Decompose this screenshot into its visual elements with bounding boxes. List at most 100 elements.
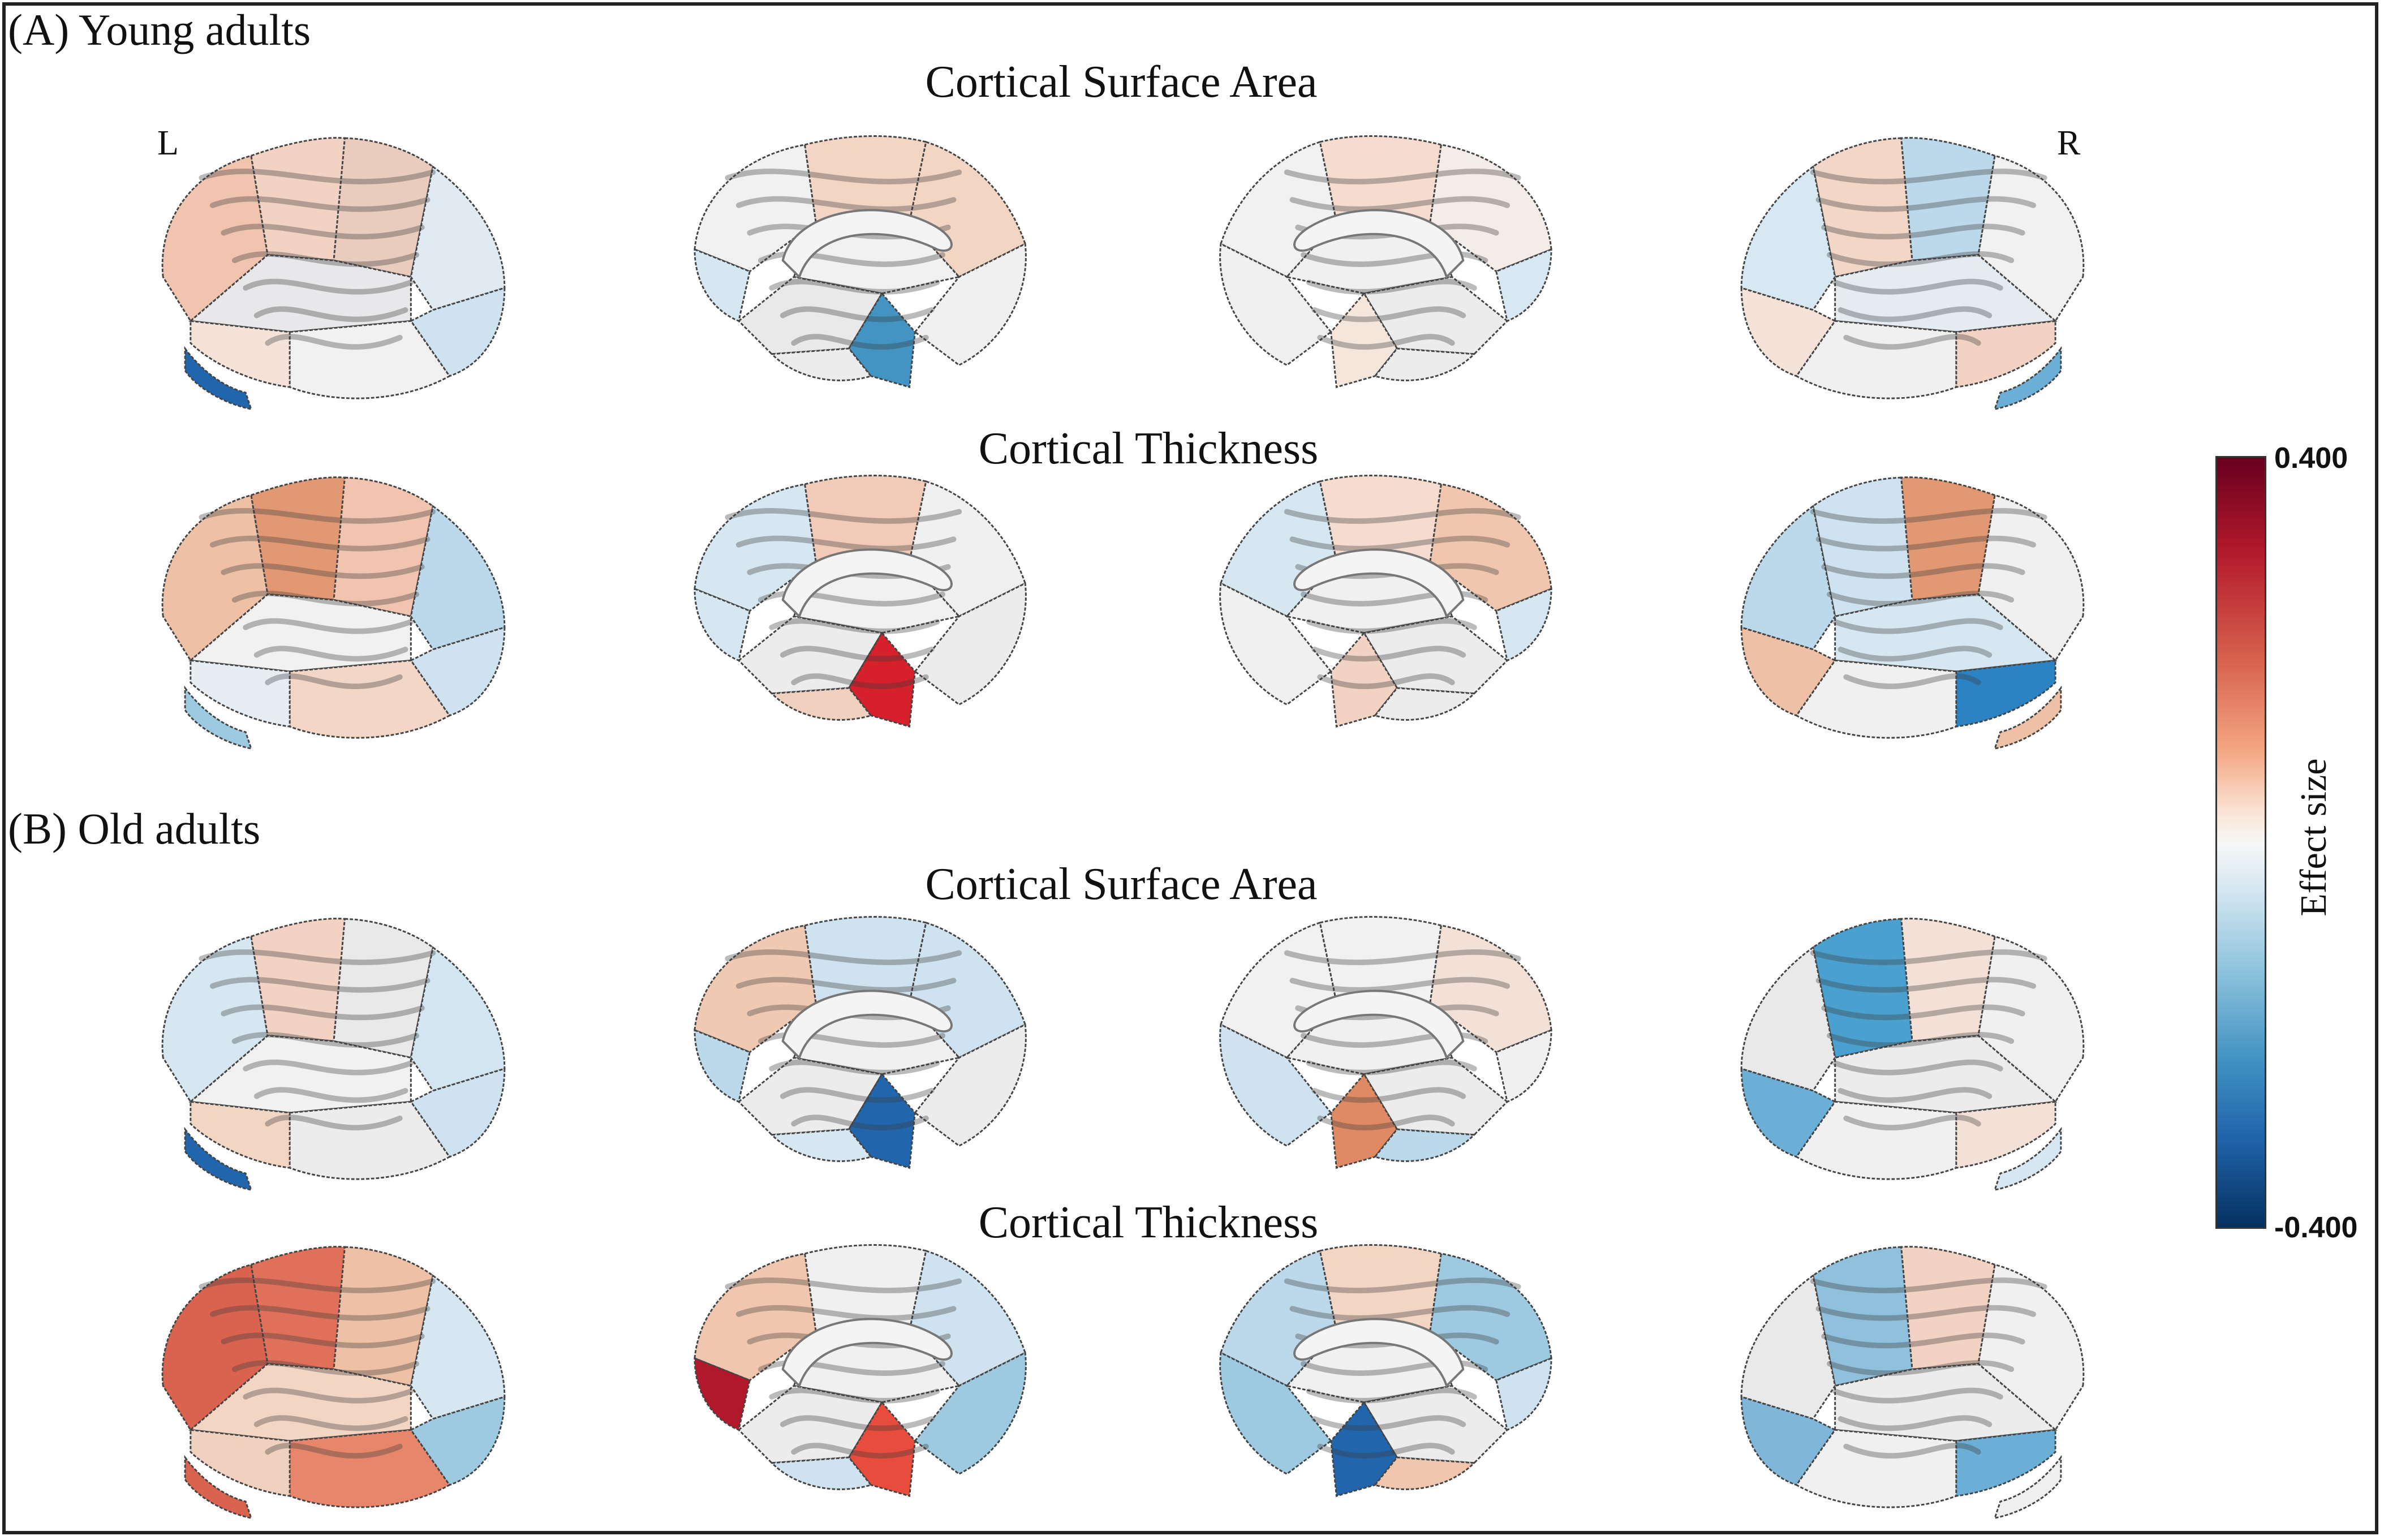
sulcus-shading xyxy=(1810,1277,2047,1293)
sulcus-shading xyxy=(1827,1032,2015,1048)
sulcus-shading xyxy=(1311,306,1466,322)
cortical-region xyxy=(803,475,927,562)
colorbar-min-label: -0.400 xyxy=(2274,1211,2358,1244)
cortical-region xyxy=(184,1455,253,1520)
cortical-region xyxy=(769,347,872,381)
sulcus-shading xyxy=(1815,977,2037,993)
brain-map xyxy=(124,888,543,1205)
brain-map xyxy=(651,888,1069,1205)
young-thick-right-lateral xyxy=(1740,476,2085,750)
young-area-left-medial xyxy=(694,135,1027,389)
cortical-region xyxy=(1374,347,1477,381)
sulcus-shading xyxy=(1317,1443,1455,1459)
cortical-region xyxy=(1993,1455,2062,1520)
colorbar-max-label: 0.400 xyxy=(2274,442,2348,475)
sulcus-shading xyxy=(1317,1115,1455,1130)
sulcus-shading xyxy=(221,563,425,579)
sulcus-shading xyxy=(1306,1387,1477,1404)
cortical-region xyxy=(161,1263,269,1431)
old-area-left-medial xyxy=(694,916,1027,1169)
cortical-region xyxy=(694,1253,817,1382)
sulcus-shading xyxy=(735,535,957,552)
sulcus-shading xyxy=(1821,563,2025,579)
corpus-callosum xyxy=(1293,1318,1465,1388)
section-a-label: (A) Young adults xyxy=(8,5,311,54)
sulcus-shading xyxy=(253,1087,408,1103)
old-thick-left-lateral xyxy=(161,1246,506,1520)
sulcus-shading xyxy=(725,508,962,524)
sulcus-shading xyxy=(231,251,419,267)
cortical-region xyxy=(1977,1263,2085,1431)
cortical-region xyxy=(1429,924,1552,1053)
sulcus-shading xyxy=(735,1305,957,1321)
young-area-left-lateral xyxy=(161,137,506,411)
sulcus-shading xyxy=(769,1059,940,1076)
left-hemisphere-label: L xyxy=(157,124,179,162)
corpus-callosum xyxy=(781,209,953,279)
cortical-region xyxy=(694,144,817,273)
cortical-region xyxy=(737,1384,884,1464)
sulcus-shading xyxy=(1301,1032,1488,1048)
cortical-region xyxy=(1362,615,1509,695)
sulcus-shading xyxy=(769,618,940,634)
old-thick-right-lateral xyxy=(1740,1246,2085,1520)
cortical-region xyxy=(1955,1429,2056,1497)
cortical-region xyxy=(1374,687,1477,721)
colorbar-title: Effect size xyxy=(2293,758,2334,917)
brain-map xyxy=(1703,1216,2121,1533)
old-thick-left-medial xyxy=(694,1244,1027,1498)
brain-map xyxy=(1703,888,2121,1205)
cortical-region xyxy=(190,659,291,728)
section-a-surface-area-title: Cortical Surface Area xyxy=(925,57,1318,107)
section-a-thickness-title: Cortical Thickness xyxy=(978,424,1319,474)
cortical-region xyxy=(161,935,269,1103)
cortical-region xyxy=(161,494,269,662)
old-area-left-lateral xyxy=(161,918,506,1191)
cortical-region xyxy=(1795,1100,1957,1180)
corpus-callosum xyxy=(1293,990,1465,1060)
sulcus-shading xyxy=(1838,646,1993,662)
sulcus-shading xyxy=(758,1032,945,1048)
sulcus-shading xyxy=(221,1332,425,1349)
cortical-region xyxy=(1362,1056,1509,1136)
sulcus-shading xyxy=(243,1387,414,1404)
sulcus-shading xyxy=(1306,278,1477,295)
cortical-region xyxy=(737,1056,884,1136)
effect-size-colorbar xyxy=(2215,456,2266,1229)
sulcus-shading xyxy=(758,1360,945,1376)
brain-map xyxy=(1177,447,1595,764)
corpus-callosum xyxy=(781,1318,953,1388)
cortical-region xyxy=(1795,1429,1957,1508)
sulcus-shading xyxy=(780,306,935,322)
cortical-region xyxy=(1319,916,1443,1004)
cortical-region xyxy=(1319,475,1443,562)
cortical-region xyxy=(769,1128,872,1162)
corpus-callosum xyxy=(1293,209,1465,279)
sulcus-shading xyxy=(253,646,408,662)
sulcus-shading xyxy=(1284,1277,1521,1293)
cortical-region xyxy=(914,1023,1027,1147)
cortical-region xyxy=(769,1456,872,1490)
cortical-region xyxy=(289,1100,451,1180)
cortical-region xyxy=(1955,659,2056,728)
sulcus-shading xyxy=(199,508,436,524)
sulcus-shading xyxy=(1810,949,2047,965)
sulcus-shading xyxy=(1838,306,1993,322)
cortical-region xyxy=(1993,685,2062,750)
cortical-region xyxy=(161,154,269,322)
brain-map xyxy=(651,107,1069,424)
sulcus-shading xyxy=(1821,1004,2025,1021)
brain-map xyxy=(1177,107,1595,424)
corpus-callosum xyxy=(781,990,953,1060)
sulcus-shading xyxy=(769,278,940,295)
sulcus-shading xyxy=(1317,673,1455,689)
cortical-region xyxy=(1795,659,1957,739)
sulcus-shading xyxy=(199,1277,436,1293)
sulcus-shading xyxy=(780,646,935,662)
sulcus-shading xyxy=(791,1115,929,1130)
sulcus-shading xyxy=(1810,169,2047,184)
section-b-label: (B) Old adults xyxy=(8,804,261,853)
sulcus-shading xyxy=(1838,1087,1993,1103)
old-area-right-medial xyxy=(1219,916,1552,1169)
brain-map xyxy=(1177,888,1595,1205)
